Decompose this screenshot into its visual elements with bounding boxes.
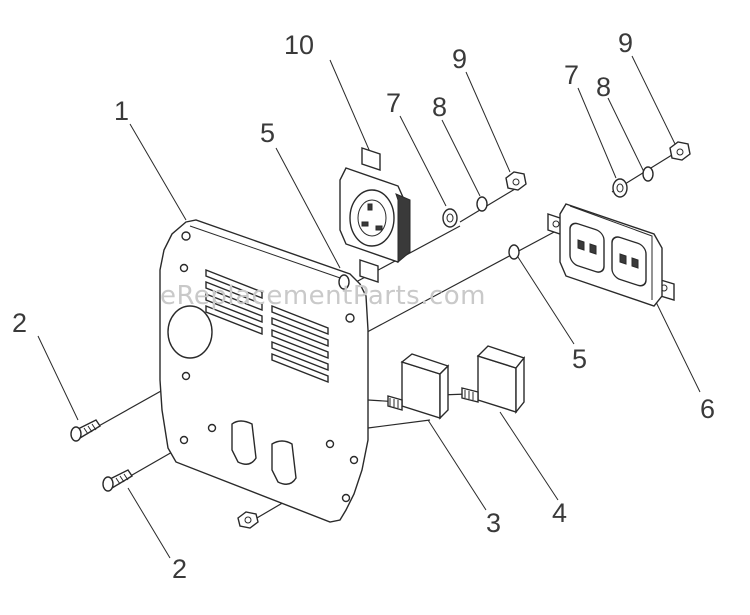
callout-1: 1 xyxy=(114,96,129,126)
callout-5-upper: 5 xyxy=(260,118,275,148)
hex-nut-left xyxy=(505,171,527,191)
callout-2-lower: 2 xyxy=(172,554,187,584)
callout-8-left: 8 xyxy=(432,92,447,122)
hex-nut-panel xyxy=(237,511,259,529)
screw-lower xyxy=(102,469,133,492)
callout-9-right: 9 xyxy=(618,28,633,58)
callout-7-left: 7 xyxy=(386,88,401,118)
callout-5-lower: 5 xyxy=(572,344,587,374)
screw-upper xyxy=(70,419,101,442)
leader-lines xyxy=(37,55,701,559)
o-ring-upper xyxy=(338,274,350,290)
twist-lock-receptacle xyxy=(339,147,411,283)
flat-washer-right xyxy=(612,178,628,198)
callout-2-upper: 2 xyxy=(12,308,27,338)
circuit-breaker-4 xyxy=(461,345,526,414)
circuit-breaker-3 xyxy=(387,353,450,420)
duplex-receptacle xyxy=(547,203,675,307)
hex-nut-right xyxy=(669,141,691,161)
lock-washer-left xyxy=(476,196,488,212)
callout-8-right: 8 xyxy=(596,72,611,102)
callout-3: 3 xyxy=(486,508,501,538)
callout-10: 10 xyxy=(284,30,314,60)
callout-6: 6 xyxy=(700,394,715,424)
lock-washer-right xyxy=(642,166,654,182)
watermark-text: eReplacementParts.com xyxy=(160,281,486,311)
callout-labels: 1 2 2 3 4 5 5 6 7 7 8 8 9 9 10 xyxy=(12,28,715,584)
o-ring-lower xyxy=(508,244,520,260)
flat-washer-left xyxy=(442,208,458,228)
callout-9-left: 9 xyxy=(452,44,467,74)
control-panel-plate xyxy=(159,219,369,523)
callout-4: 4 xyxy=(552,498,567,528)
callout-7-right: 7 xyxy=(564,60,579,90)
